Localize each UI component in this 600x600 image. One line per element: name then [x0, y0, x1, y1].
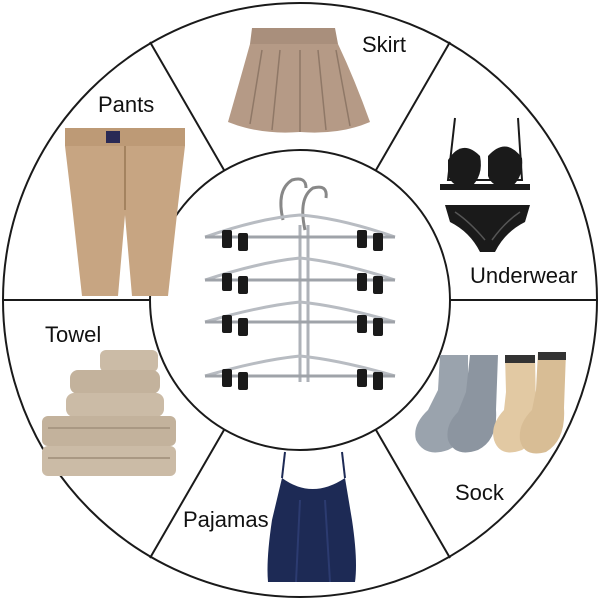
pajamas-segment: Pajamas: [183, 451, 356, 583]
hanger-clips: [222, 230, 383, 390]
divider-top-left: [149, 41, 225, 171]
pajamas-label: Pajamas: [183, 507, 269, 532]
tiered-clip-hanger-icon: [204, 177, 396, 382]
bra-and-briefs-icon: [440, 117, 530, 252]
socks-icon: [415, 352, 566, 454]
skirt-segment: Skirt: [228, 28, 406, 133]
underwear-segment: Underwear: [440, 117, 578, 288]
towel-segment: Towel: [42, 322, 176, 476]
pants-icon: [65, 128, 185, 296]
underwear-label: Underwear: [470, 263, 578, 288]
towel-label: Towel: [45, 322, 101, 347]
divider-bottom-right: [375, 429, 451, 559]
sock-segment: Sock: [415, 352, 566, 505]
divider-bottom-left: [149, 429, 225, 559]
camisole-icon: [267, 451, 356, 583]
pants-label: Pants: [98, 92, 154, 117]
pants-segment: Pants: [65, 92, 185, 296]
skirt-icon: [228, 28, 370, 133]
divider-top-right: [375, 41, 451, 171]
sock-label: Sock: [455, 480, 505, 505]
skirt-label: Skirt: [362, 32, 406, 57]
towel-stack-icon: [42, 350, 176, 476]
